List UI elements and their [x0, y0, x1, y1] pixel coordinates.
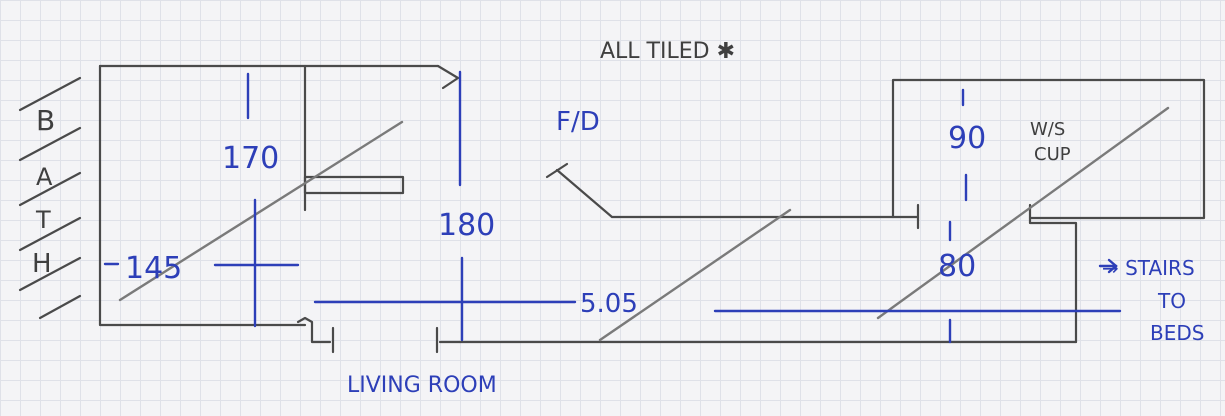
- dim-bath-width: 145: [125, 251, 182, 286]
- dim-hall-length: 5.05: [580, 289, 638, 319]
- dim-bath-height: 170: [222, 141, 279, 176]
- bathroom-outline: [98, 64, 460, 327]
- fid-label: F/D: [556, 107, 600, 137]
- stairs-label-line3: BEDS: [1150, 321, 1204, 345]
- dimension-lines: [103, 70, 1122, 344]
- bath-hatching: [18, 76, 82, 320]
- bath-letter-h: H: [32, 249, 52, 279]
- living-room-label: LIVING ROOM: [347, 373, 497, 398]
- stairs-label-line2: TO: [1157, 289, 1186, 313]
- title-all-tiled: ALL TILED ✱: [600, 39, 735, 64]
- stairs-label-line1: → STAIRS: [1102, 256, 1195, 280]
- dim-hall-height: 180: [438, 208, 495, 243]
- bathroom-diagonal: [118, 120, 404, 302]
- hallway-diagonal: [598, 208, 792, 342]
- bath-letter-a: A: [36, 163, 53, 191]
- wc-label-line2: CUP: [1034, 144, 1071, 165]
- door-marks: [296, 316, 462, 354]
- wc-label-line1: W/S: [1030, 119, 1065, 140]
- bath-letter-t: T: [35, 206, 51, 234]
- dim-cupboard-height: 90: [948, 121, 986, 156]
- bath-letter-b: B: [36, 104, 55, 137]
- dim-cupboard-width: 80: [938, 249, 976, 284]
- hallway-walls: [458, 162, 1078, 344]
- cupboard-diagonal: [876, 106, 1170, 320]
- cupboard-outline: [891, 78, 1206, 220]
